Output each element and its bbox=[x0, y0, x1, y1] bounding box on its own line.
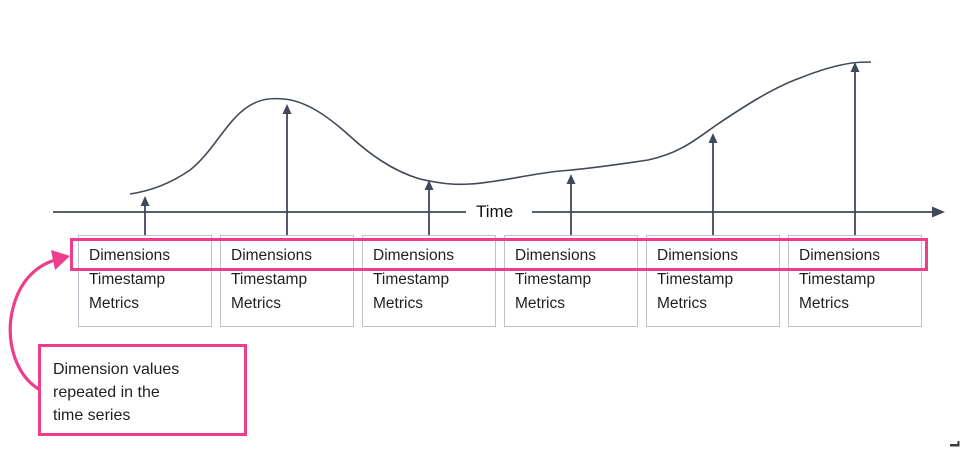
data-point-arrow bbox=[140, 196, 150, 235]
data-point-arrow bbox=[282, 104, 292, 235]
record-field: Dimensions bbox=[231, 247, 312, 264]
record-field: Metrics bbox=[231, 295, 281, 312]
callout-arrow bbox=[8, 250, 70, 393]
data-point-arrow bbox=[566, 174, 576, 235]
record-field: Metrics bbox=[799, 295, 849, 312]
record-field: Timestamp bbox=[799, 271, 876, 288]
record-field: Dimensions bbox=[657, 247, 738, 264]
time-axis-label: Time bbox=[476, 202, 514, 221]
callout-arrowhead-icon bbox=[51, 250, 70, 270]
record-field: Metrics bbox=[373, 295, 423, 312]
record-field: Dimensions bbox=[89, 247, 170, 264]
screen-artifact bbox=[950, 441, 960, 447]
time-series-curve bbox=[129, 61, 872, 195]
record-field: Timestamp bbox=[231, 271, 308, 288]
record-field: Metrics bbox=[657, 295, 707, 312]
axis-arrowhead-icon bbox=[932, 206, 945, 218]
record-field: Metrics bbox=[89, 295, 139, 312]
record-field: Metrics bbox=[515, 295, 565, 312]
time-axis bbox=[53, 206, 945, 218]
record-field: Dimensions bbox=[515, 247, 596, 264]
record-field: Timestamp bbox=[515, 271, 592, 288]
data-point-arrow bbox=[850, 62, 860, 235]
record-field: Timestamp bbox=[373, 271, 450, 288]
callout-text-line: time series bbox=[53, 407, 131, 424]
callout-text-line: repeated in the bbox=[53, 384, 160, 401]
record-field: Timestamp bbox=[89, 271, 166, 288]
callout-box: Dimension values repeated in the time se… bbox=[38, 344, 247, 436]
callout-text-line: Dimension values bbox=[53, 361, 180, 378]
data-point-arrow bbox=[424, 180, 434, 235]
record-field: Dimensions bbox=[373, 247, 454, 264]
record-field: Dimensions bbox=[799, 247, 880, 264]
data-point-arrow bbox=[708, 133, 718, 235]
record-field: Timestamp bbox=[657, 271, 734, 288]
